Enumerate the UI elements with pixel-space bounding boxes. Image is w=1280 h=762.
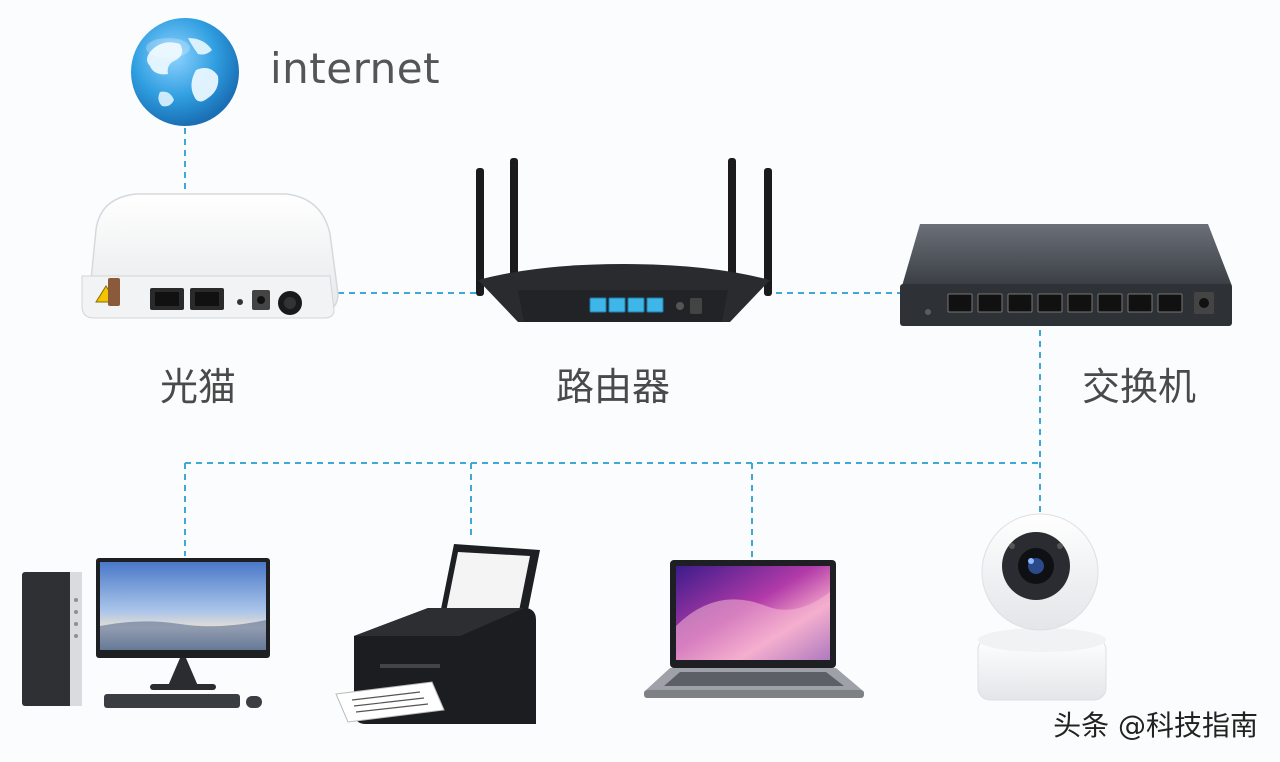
watermark-text: 头条 @科技指南 xyxy=(1053,709,1258,742)
security-camera-icon xyxy=(977,513,1107,701)
router-label: 路由器 xyxy=(556,365,671,409)
router-icon xyxy=(476,158,772,322)
connection-lines xyxy=(184,128,1041,558)
laptop-icon xyxy=(644,560,864,698)
internet-label: internet xyxy=(270,44,441,93)
modem-label: 光猫 xyxy=(160,365,237,409)
desktop-computer-icon xyxy=(22,558,270,708)
switch-icon xyxy=(900,224,1232,326)
globe-icon xyxy=(131,18,239,126)
switch-label: 交换机 xyxy=(1082,365,1197,409)
printer-icon xyxy=(335,544,540,724)
optical-modem-icon xyxy=(81,193,339,319)
